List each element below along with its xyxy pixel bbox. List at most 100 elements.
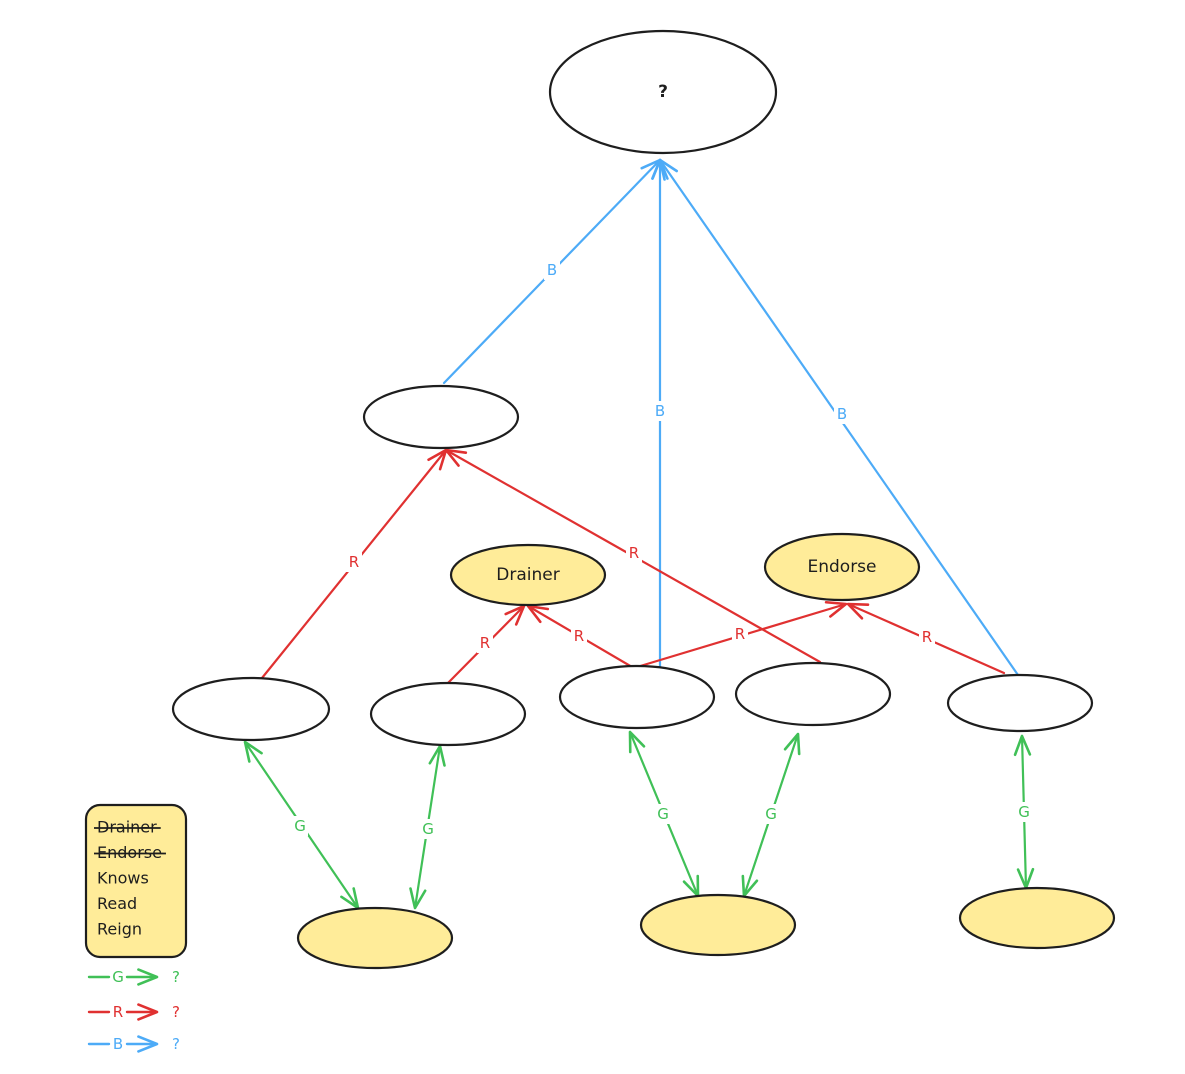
legend-item-read: Read xyxy=(97,894,137,913)
node-ellipse xyxy=(946,673,1094,733)
arrowhead-icon xyxy=(526,604,550,624)
node-drainer[interactable]: Drainer xyxy=(449,543,607,607)
edge-label-bg xyxy=(1016,802,1032,822)
edge-label: B xyxy=(655,402,665,420)
edge-n5-to-y3[interactable]: G xyxy=(1013,734,1035,890)
edge-mid-to-top[interactable]: B xyxy=(442,158,662,385)
node-n2[interactable] xyxy=(369,681,527,747)
edge-n1-to-y1[interactable]: G xyxy=(243,740,360,910)
edge-label: G xyxy=(1018,803,1030,821)
legend-item-drainer: Drainer xyxy=(97,818,157,837)
edge-label: G xyxy=(657,805,669,823)
edge-label: R xyxy=(922,628,932,646)
edge-label-bg xyxy=(571,626,587,646)
node-top[interactable]: ? xyxy=(548,29,778,155)
node-ellipse xyxy=(449,543,607,607)
legend-box xyxy=(84,803,188,959)
edge-n5-to-top[interactable]: B xyxy=(658,158,1020,677)
node-n1[interactable] xyxy=(171,676,331,742)
node-ellipse xyxy=(548,29,778,155)
node-ellipse xyxy=(171,676,331,742)
legend-item-knows: Knows xyxy=(97,869,149,888)
key-label: B xyxy=(113,1035,123,1053)
edge-label-bg xyxy=(346,552,362,572)
edge-n3-to-y2[interactable]: G xyxy=(628,730,700,898)
key-label: R xyxy=(113,1003,123,1021)
edge-label-bg xyxy=(763,804,779,824)
node-y3[interactable] xyxy=(958,886,1116,950)
node-ellipse xyxy=(362,384,520,450)
edge-label: G xyxy=(294,817,306,835)
edge-label-bg xyxy=(834,404,850,424)
edge-label: B xyxy=(547,261,557,279)
arrowhead-icon xyxy=(1013,734,1032,757)
node-y2[interactable] xyxy=(639,893,797,957)
node-endorse[interactable]: Endorse xyxy=(763,532,921,602)
node-ellipse xyxy=(369,681,527,747)
node-label: ? xyxy=(658,82,668,102)
arrowhead-icon xyxy=(846,602,870,620)
node-ellipse xyxy=(763,532,921,602)
edge-label: G xyxy=(422,820,434,838)
legend-item-endorse: Endorse xyxy=(97,843,162,862)
key-meaning: ? xyxy=(172,968,180,986)
edge-label-bg xyxy=(544,260,560,280)
node-n3[interactable] xyxy=(558,664,716,730)
edge-n3-to-top[interactable]: B xyxy=(651,158,669,669)
legend-key-r: R? xyxy=(87,1003,180,1021)
node-label: Endorse xyxy=(807,557,876,577)
legend-item-reign: Reign xyxy=(97,920,142,939)
node-n4[interactable] xyxy=(734,661,892,727)
edge-label-bg xyxy=(652,401,668,421)
edge-label-bg xyxy=(732,624,748,644)
node-y1[interactable] xyxy=(296,906,454,970)
edge-label-bg xyxy=(655,804,671,824)
edge-label: R xyxy=(574,627,584,645)
key-meaning: ? xyxy=(172,1003,180,1021)
arrowhead-icon xyxy=(444,448,468,467)
node-ellipse xyxy=(958,886,1116,950)
edge-label: R xyxy=(349,553,359,571)
edge-n2-to-drainer[interactable]: R xyxy=(445,604,526,686)
edge-n3-to-endorse[interactable]: R xyxy=(635,600,848,669)
node-n5[interactable] xyxy=(946,673,1094,733)
edge-n2-to-y1[interactable]: G xyxy=(409,744,446,910)
edge-label-bg xyxy=(420,819,436,839)
arrowhead-icon xyxy=(243,740,263,763)
arrowhead-icon xyxy=(658,158,678,181)
edge-n1-to-mid[interactable]: R xyxy=(260,448,448,680)
edge-label-bg xyxy=(477,633,493,653)
edge-label: R xyxy=(480,634,490,652)
edge-label: R xyxy=(735,625,745,643)
edge-label-bg xyxy=(919,627,935,647)
edges-layer: B B B R R R R R R G G G G G xyxy=(243,158,1035,910)
arrowhead-icon xyxy=(428,744,446,767)
key-meaning: ? xyxy=(172,1035,180,1053)
node-ellipse xyxy=(296,906,454,970)
node-mid[interactable] xyxy=(362,384,520,450)
nodes-layer: ? Drainer Endorse xyxy=(171,29,1116,970)
arrowhead-icon xyxy=(137,1035,159,1053)
key-label: G xyxy=(112,968,124,986)
edge-n4-to-mid[interactable]: R xyxy=(444,448,822,664)
arrowhead-icon xyxy=(137,968,159,986)
legend-key-b: B? xyxy=(87,1035,180,1053)
edge-n3-to-drainer[interactable]: R xyxy=(526,604,634,669)
edge-label-bg xyxy=(626,543,642,563)
edge-label: R xyxy=(629,544,639,562)
edge-label: B xyxy=(837,405,847,423)
edge-label: G xyxy=(765,805,777,823)
arrowhead-icon xyxy=(824,600,848,618)
edge-n5-to-endorse[interactable]: R xyxy=(846,602,1006,675)
node-ellipse xyxy=(639,893,797,957)
legend-key-g: G? xyxy=(87,968,180,986)
node-ellipse xyxy=(734,661,892,727)
arrowhead-icon xyxy=(409,887,427,910)
arrowhead-icon xyxy=(340,887,360,910)
arrowhead-icon xyxy=(628,730,646,754)
edge-n4-to-y2[interactable]: G xyxy=(741,732,801,898)
arrowhead-icon xyxy=(137,1003,159,1021)
